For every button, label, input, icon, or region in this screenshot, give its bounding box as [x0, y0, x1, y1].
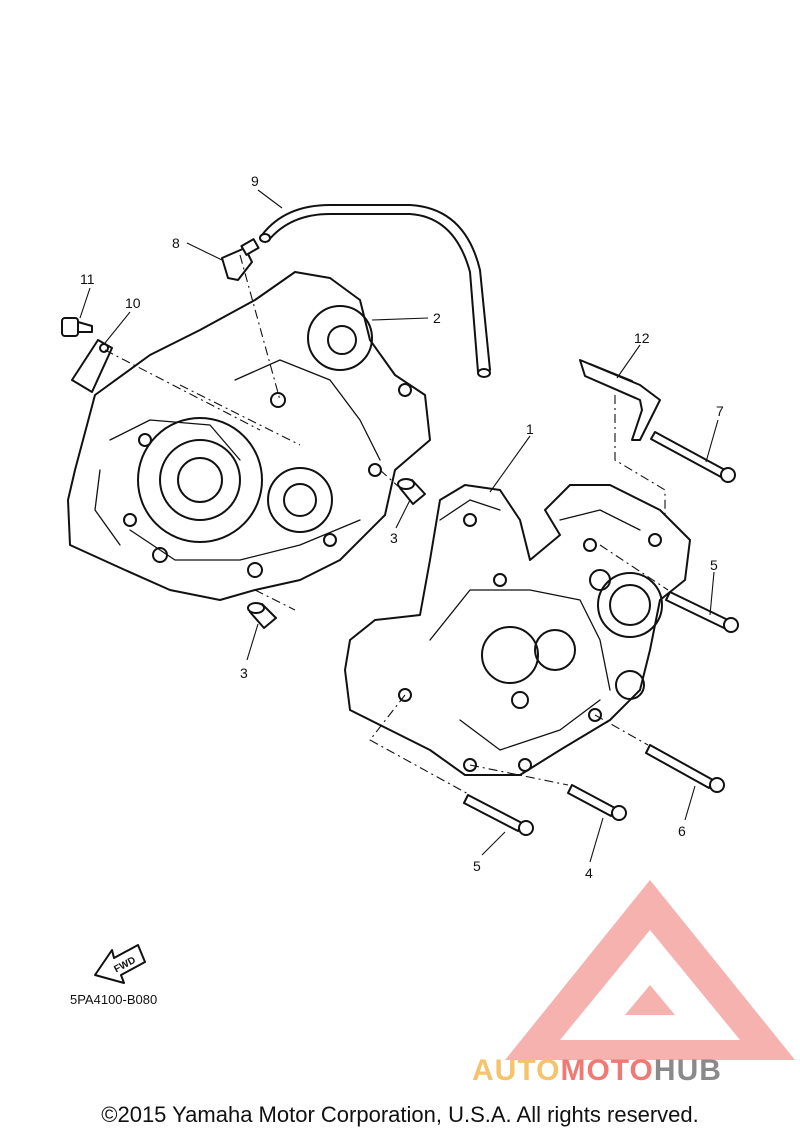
callout-1: 1: [526, 421, 534, 437]
bolt-part-5-upper: [665, 591, 739, 633]
callout-12: 12: [634, 330, 650, 346]
callout-5-lower: 5: [473, 858, 481, 874]
bolt-part-6: [645, 744, 725, 793]
watermark-logo: [505, 880, 795, 1060]
callout-7: 7: [716, 403, 724, 419]
dowel-part-3-lower: [247, 602, 277, 629]
fwd-arrow-icon: FWD: [94, 944, 146, 984]
callout-leaders: [79, 189, 719, 863]
bracket-part-10: [71, 339, 113, 393]
watermark-auto: AUTO: [472, 1054, 561, 1087]
copyright-notice: ©2015 Yamaha Motor Corporation, U.S.A. A…: [101, 1102, 699, 1127]
left-crankcase-part-2: [67, 271, 431, 601]
callout-3-upper: 3: [390, 530, 398, 546]
bolt-part-11: [61, 317, 93, 337]
callout-11: 11: [80, 271, 95, 287]
callout-2: 2: [433, 310, 441, 326]
breather-hose-part-9: [259, 204, 491, 378]
watermark-hub: HUB: [653, 1054, 722, 1087]
watermark-wordmark: AUTOMOTOHUB: [472, 1054, 722, 1088]
callout-3-lower: 3: [240, 665, 248, 681]
callout-9: 9: [251, 173, 259, 189]
callout-labels: 9 8 11 10 2 1 3 3 12 7 5 6 4 5: [80, 173, 724, 881]
callout-4: 4: [585, 865, 593, 881]
watermark-moto: MOTO: [560, 1054, 654, 1087]
callout-10: 10: [125, 295, 141, 311]
part-code: 5PA4100-B080: [70, 992, 157, 1007]
hose-guide-part-12: [579, 359, 666, 545]
elbow-fitting-part-8: [221, 238, 260, 281]
callout-8: 8: [172, 235, 180, 251]
bolt-part-7: [650, 431, 736, 483]
callout-5-upper: 5: [710, 557, 718, 573]
bolt-part-5-lower: [463, 794, 534, 836]
callout-6: 6: [678, 823, 686, 839]
assembly-center-lines: [104, 254, 669, 796]
right-crankcase-part-1: [344, 484, 691, 776]
bolt-part-4: [567, 784, 627, 821]
dowel-part-3-upper: [397, 478, 426, 505]
